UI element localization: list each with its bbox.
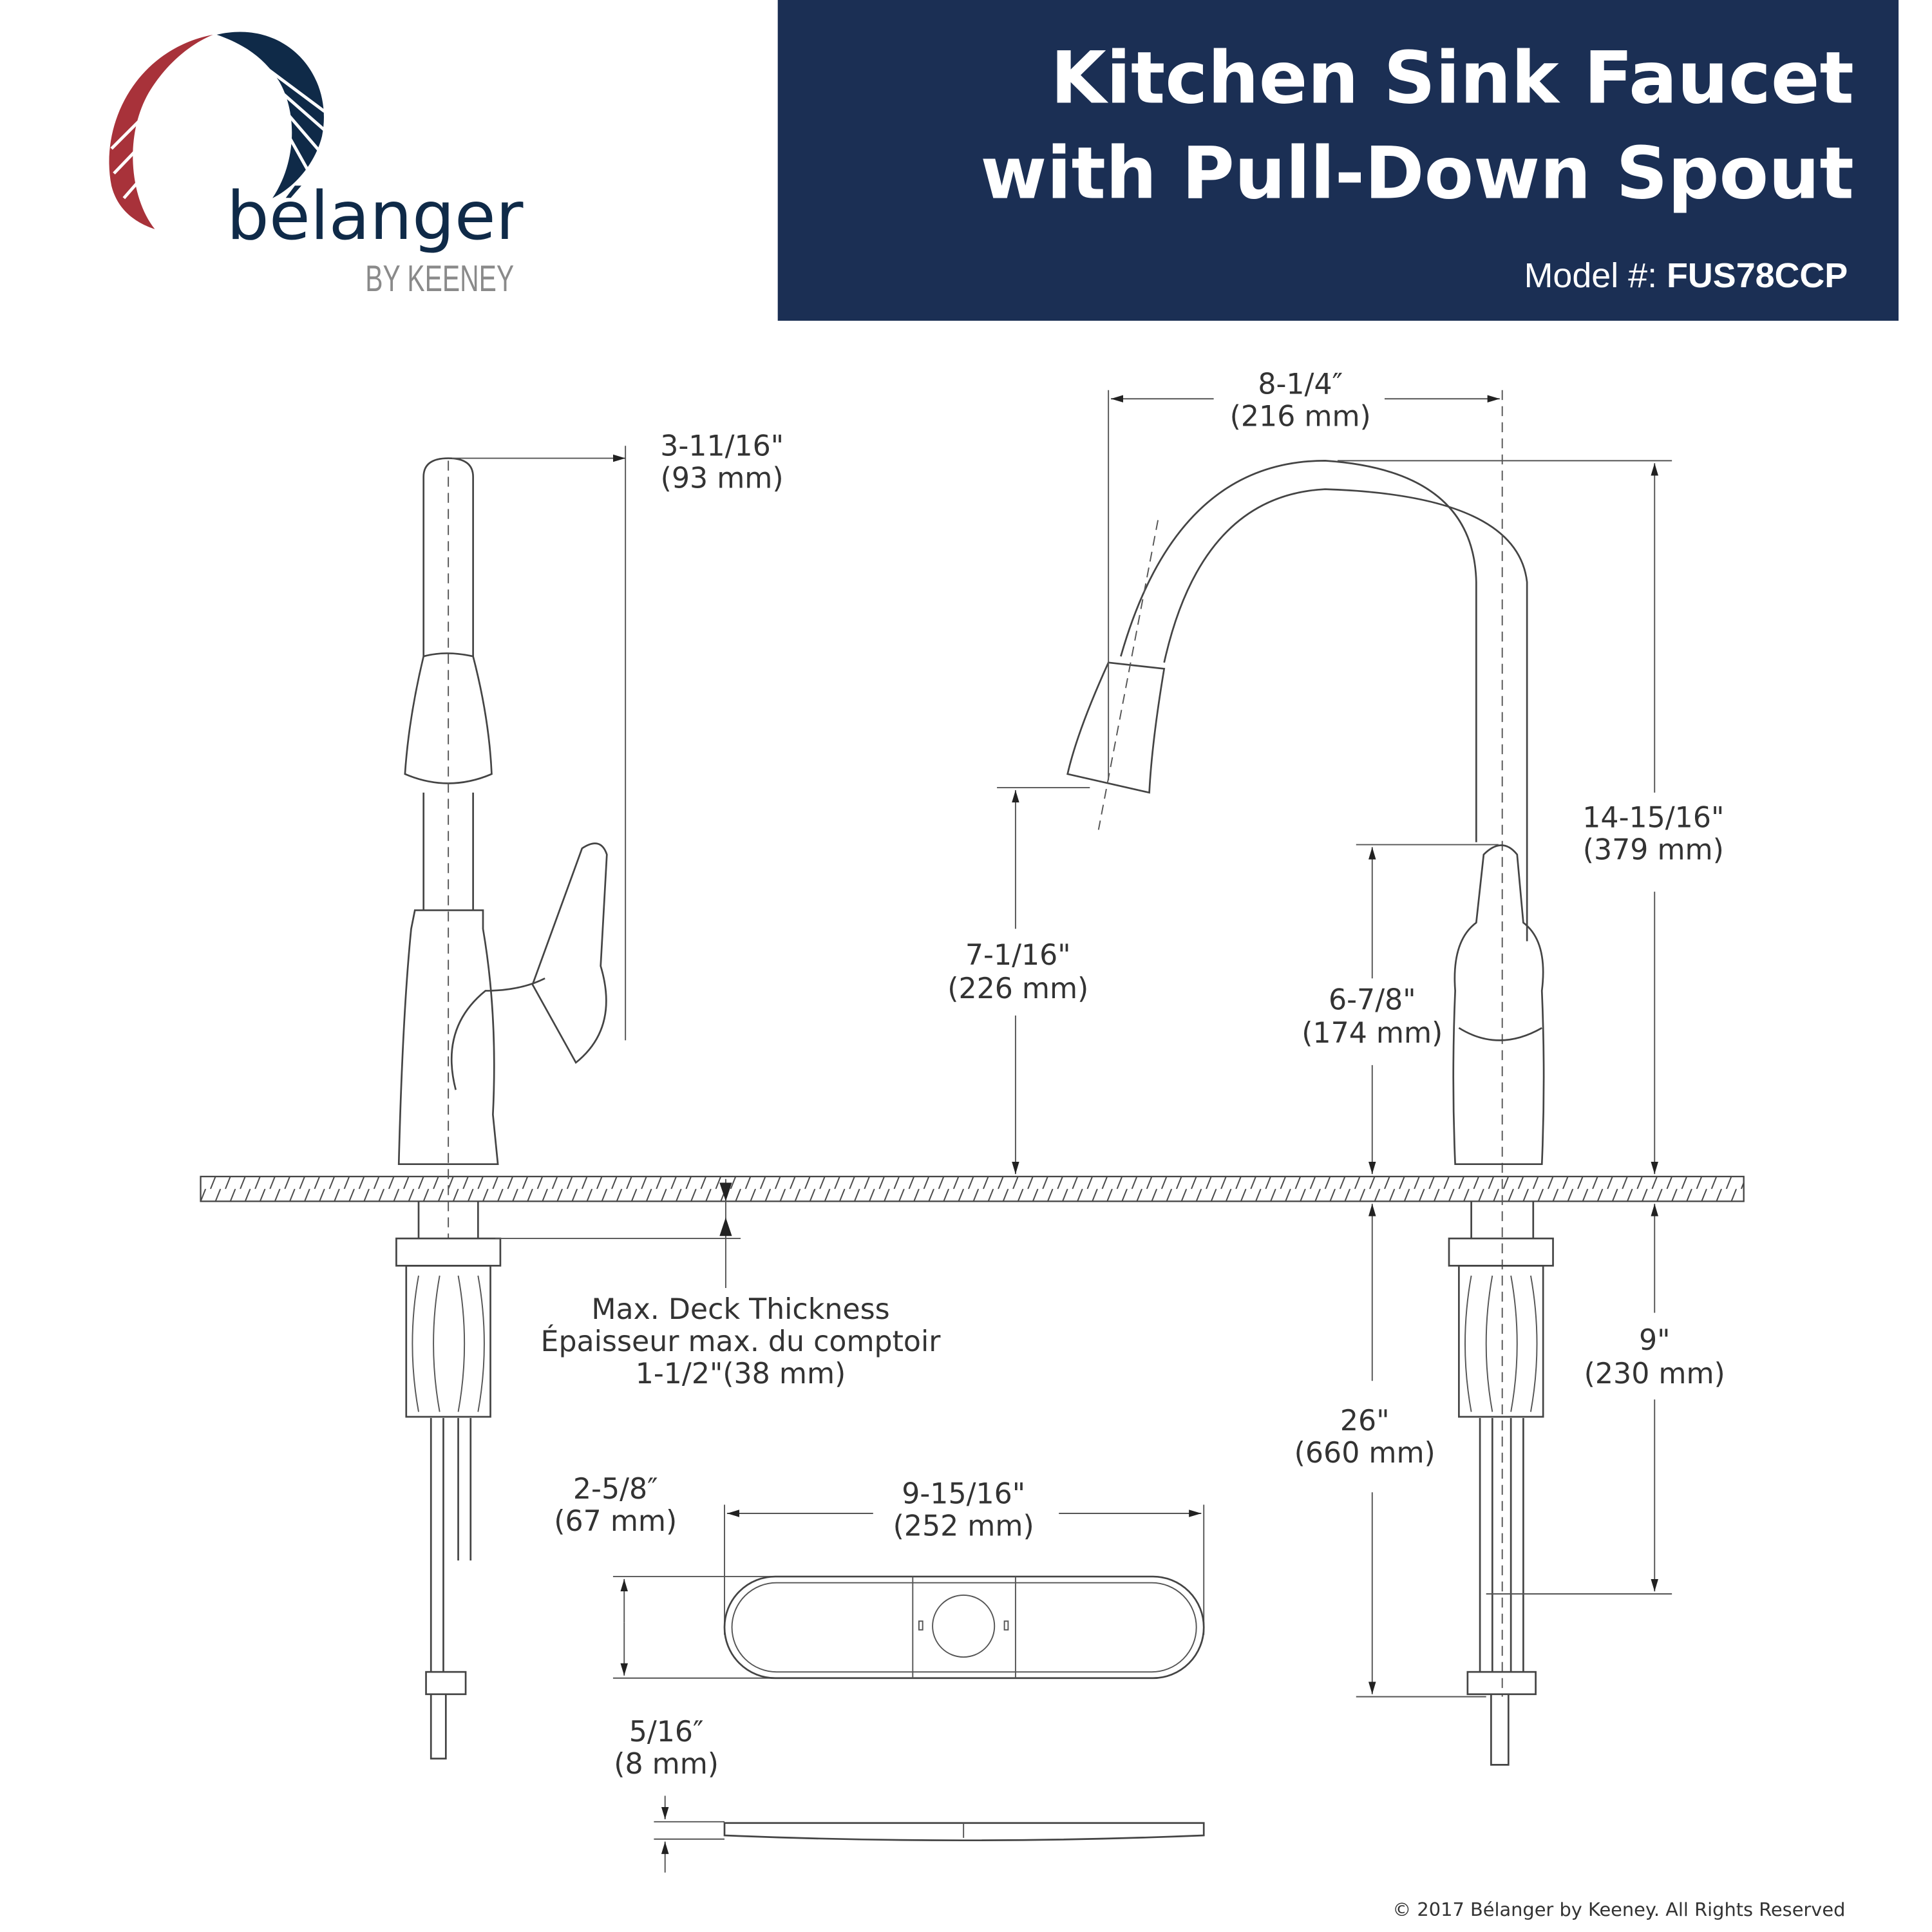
deck-plate-top-view (723, 1575, 1205, 1680)
logo-red-swoosh (109, 34, 213, 229)
faucet-front-view (1066, 390, 1554, 1766)
dim-side-reach-mm: (93 mm) (661, 462, 784, 495)
dim-plate-depth-in: 2-5/8″ (573, 1473, 658, 1506)
logo-navy-swoosh (216, 32, 324, 198)
dim-handle-height-mm: (174 mm) (1302, 1017, 1443, 1050)
model-label: Model #: (1524, 256, 1657, 295)
dim-spout-clearance-in: 7-1/16" (965, 939, 1071, 972)
faucet-side-view (395, 457, 608, 1760)
dim-side-reach-in: 3-11/16" (660, 430, 784, 463)
model-number: Model #: FUS78CCP (1524, 256, 1848, 295)
dimension-labels: 3-11/16" (93 mm) 8-1/4″ (216 mm) 14-15/1… (541, 368, 1725, 1781)
deck-thickness-value: 1-1/2"(38 mm) (636, 1358, 846, 1390)
dim-plate-thickness-in: 5/16″ (629, 1716, 704, 1748)
deck-thickness-label-fr: Épaisseur max. du comptoir (541, 1324, 942, 1358)
copyright-notice: © 2017 Bélanger by Keeney. All Rights Re… (1392, 1899, 1845, 1920)
dim-spout-reach-mm: (216 mm) (1230, 401, 1371, 433)
dimension-lines (451, 390, 1672, 1873)
title-banner: Kitchen Sink Faucet with Pull-Down Spout… (777, 0, 1899, 321)
dim-spout-reach-in: 8-1/4″ (1258, 368, 1343, 401)
dim-overall-height-in: 14-15/16" (1582, 802, 1724, 835)
dim-plate-width-mm: (252 mm) (893, 1510, 1034, 1543)
title-line-1: Kitchen Sink Faucet (1050, 37, 1854, 120)
deck-thickness-label-en: Max. Deck Thickness (591, 1293, 889, 1326)
countertop-section (200, 1175, 1745, 1202)
dim-hose-length-in: 26" (1340, 1405, 1390, 1437)
dim-overall-height-mm: (379 mm) (1583, 834, 1724, 867)
dim-below-deck-mm: (230 mm) (1584, 1358, 1725, 1390)
logo-subtitle: BY KEENEY (365, 258, 514, 299)
dim-hose-length-mm: (660 mm) (1294, 1437, 1435, 1470)
dim-plate-width-in: 9-15/16" (902, 1478, 1025, 1511)
model-value: FUS78CCP (1667, 256, 1848, 295)
dim-below-deck-in: 9" (1639, 1324, 1670, 1357)
dim-spout-clearance-mm: (226 mm) (947, 972, 1088, 1005)
dim-plate-thickness-mm: (8 mm) (614, 1748, 719, 1781)
title-line-2: with Pull-Down Spout (980, 132, 1853, 216)
dim-plate-depth-mm: (67 mm) (554, 1505, 677, 1538)
belanger-logo: bélanger BY KEENEY (109, 32, 524, 299)
logo-wordmark: bélanger (227, 178, 524, 255)
dim-handle-height-in: 6-7/8" (1329, 983, 1416, 1016)
deck-plate-side-view (723, 1822, 1205, 1842)
